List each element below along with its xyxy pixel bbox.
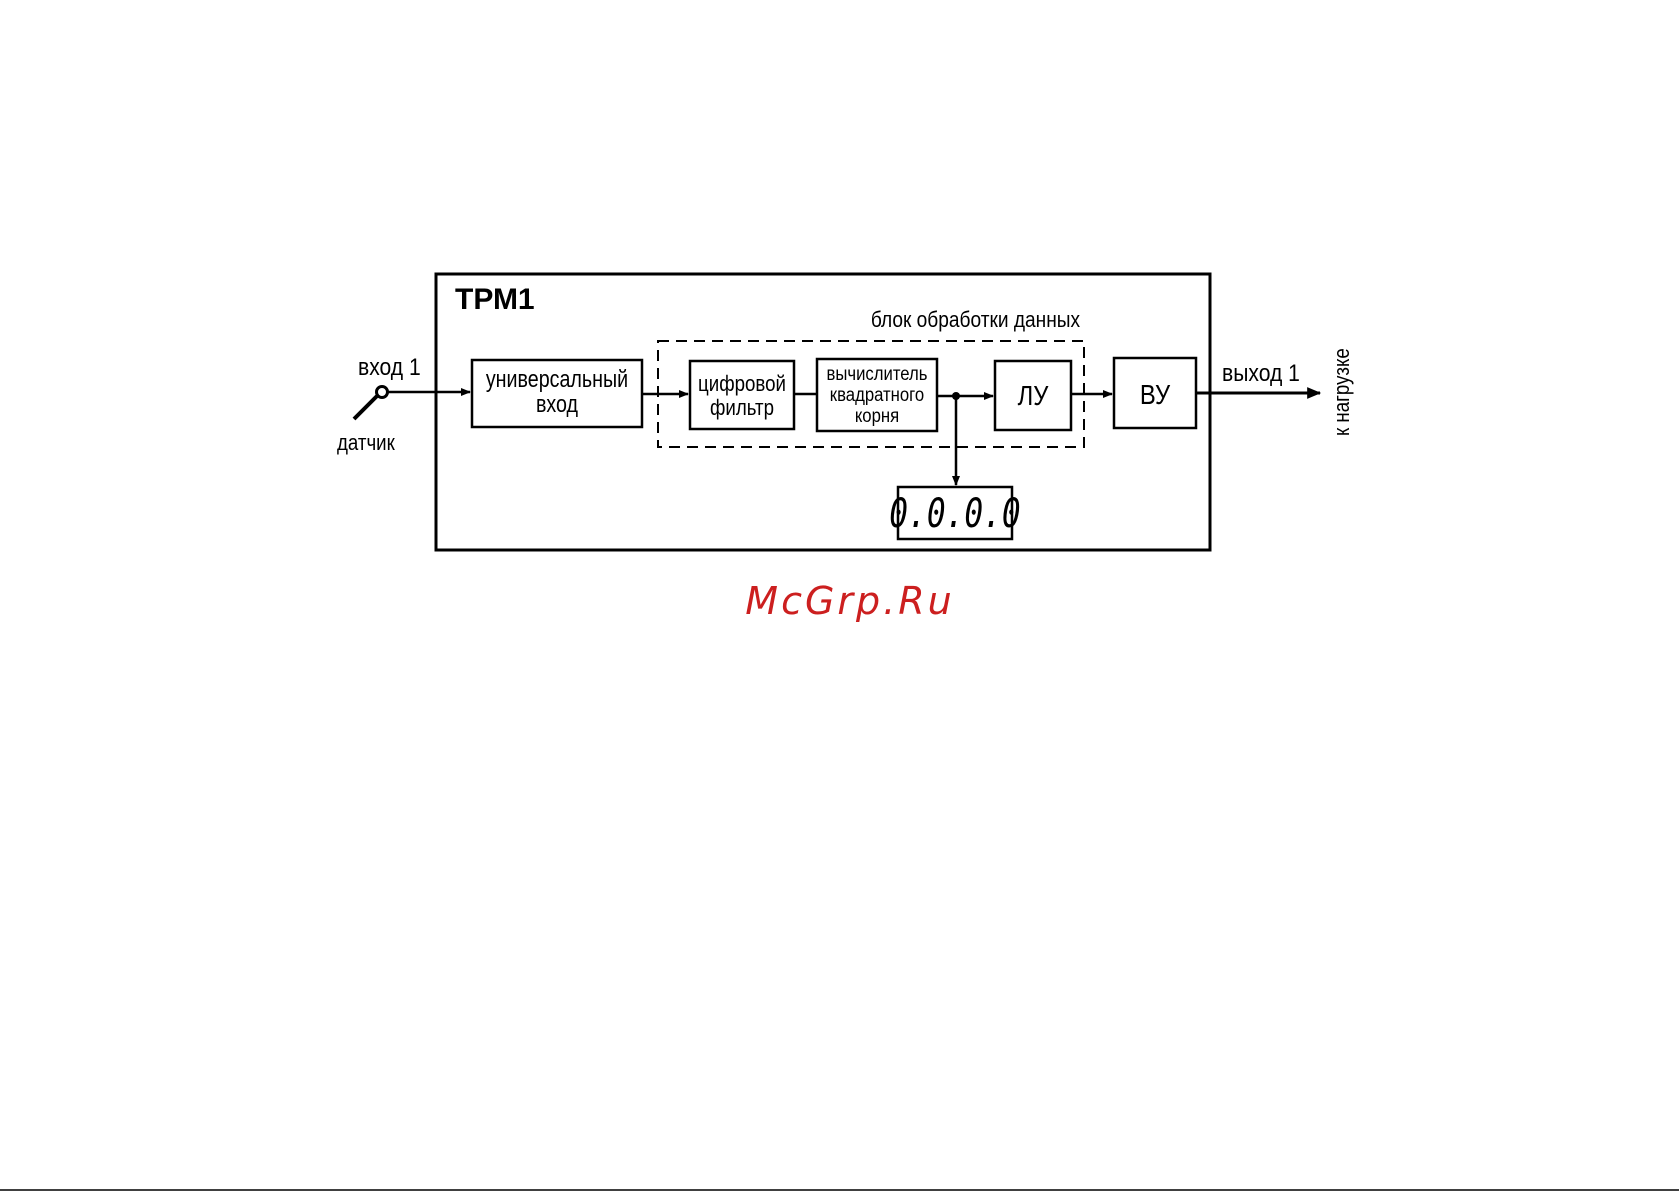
universal-input-line1: универсальный <box>486 365 628 392</box>
processing-block-label: блок обработки данных <box>871 308 1081 333</box>
display-readout: 0.0.0.0 <box>889 491 1020 537</box>
sensor-label: датчик <box>337 432 396 456</box>
watermark-text: McGrp.Ru <box>745 579 954 623</box>
digital-filter-line1: цифровой <box>698 373 786 397</box>
vu-label: ВУ <box>1140 378 1171 410</box>
sqrt-calculator-line3: корня <box>855 405 899 426</box>
device-title: ТРМ1 <box>455 283 535 316</box>
sensor-terminal <box>377 387 388 398</box>
universal-input-line2: вход <box>536 390 578 417</box>
lu-label: ЛУ <box>1018 379 1049 411</box>
digital-filter-line2: фильтр <box>710 397 774 421</box>
sqrt-calculator-line2: квадратного <box>830 384 924 405</box>
sqrt-calculator-line1: вычислитель <box>827 363 928 384</box>
sensor-switch-line <box>354 396 377 419</box>
input-label: вход 1 <box>358 354 421 381</box>
load-label: к нагрузке <box>1331 348 1355 436</box>
output-label: выход 1 <box>1222 360 1300 387</box>
